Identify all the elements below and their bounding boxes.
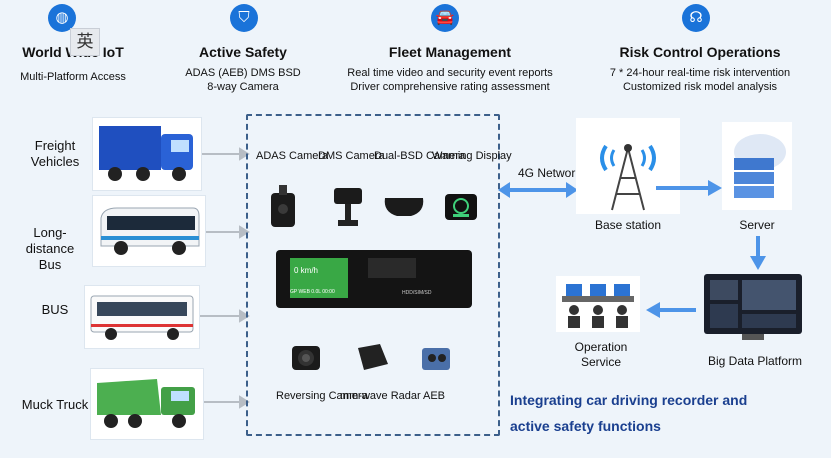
operation-tile — [556, 276, 640, 332]
arrow-to-server — [656, 180, 722, 196]
dms-camera-icon — [330, 186, 366, 230]
radar-icon — [350, 340, 392, 376]
feature-sub-risk-2: Customized risk model analysis — [622, 81, 778, 93]
arrow-to-big-data — [750, 236, 766, 270]
big-data-tile — [702, 272, 804, 344]
device-label-bsd: Dual-BSD Camera — [374, 150, 466, 162]
adas-camera-icon — [265, 183, 301, 229]
vehicle-label-muck-truck: Muck Truck — [21, 397, 89, 412]
long-distance-bus-image — [92, 195, 206, 267]
operation-label: Operation Service — [574, 340, 628, 369]
feature-sub-fleet-2: Driver comprehensive rating assessment — [350, 81, 550, 93]
vehicle-label-long-distance-bus: Long-distance Bus — [25, 225, 75, 272]
dvr-status-line: GP WEB 0.0L 00:00 — [290, 289, 335, 295]
arrow-to-operation — [646, 302, 696, 318]
network-label: 4G Network — [518, 166, 582, 180]
cloud-server-icon — [734, 134, 786, 198]
network-arrow — [498, 182, 578, 198]
tagline-line-2: active safety functions — [510, 418, 661, 434]
feature-sub-active-safety-2: 8-way Camera — [207, 81, 279, 93]
server-tile — [722, 122, 792, 210]
vehicle-label-bus: BUS — [41, 302, 69, 317]
device-label-radar: mm-wave Radar — [340, 390, 421, 402]
feature-sub-fleet-1: Real time video and security event repor… — [347, 67, 553, 79]
bsd-camera-icon — [381, 192, 427, 220]
aeb-device-icon — [416, 338, 456, 378]
feature-sub-iot: Multi-Platform Access — [20, 71, 126, 83]
tagline-line-1: Integrating car driving recorder and — [510, 392, 748, 408]
device-label-adas: ADAS Camera — [256, 150, 329, 162]
device-label-warning: Warning Display — [432, 150, 512, 162]
dvr-speed: 0 km/h — [294, 266, 319, 275]
feature-title-fleet: Fleet Management — [388, 44, 512, 60]
car-icon: 🚘 — [431, 4, 459, 32]
feature-sub-active-safety-1: ADAS (AEB) DMS BSD — [185, 67, 301, 79]
reversing-camera-icon — [286, 338, 326, 378]
base-station-tile — [576, 118, 680, 214]
device-label-reversing: Reversing Camera — [276, 390, 368, 402]
dvr-recorder: 0 km/h GP WEB 0.0L 00:00 HDD/SIM/SD — [276, 250, 472, 308]
feature-sub-risk-1: 7 * 24-hour real-time risk intervention — [609, 67, 791, 79]
device-label-dms: DMS Camera — [318, 150, 385, 162]
big-data-label: Big Data Platform — [707, 354, 803, 368]
dvr-screen — [290, 258, 348, 298]
globe-icon: ◍ — [48, 4, 76, 32]
device-label-aeb: AEB — [422, 390, 445, 402]
dvr-slot — [368, 258, 416, 278]
base-station-label: Base station — [594, 218, 662, 232]
warning-display-icon — [443, 192, 479, 222]
freight-truck-image — [92, 117, 202, 191]
vehicle-arrows — [200, 147, 250, 409]
muck-truck-image — [90, 368, 204, 440]
operators-icon — [562, 284, 634, 328]
headset-icon: ☊ — [682, 4, 710, 32]
device-kit-box — [246, 114, 500, 436]
feature-title-risk: Risk Control Operations — [619, 44, 781, 60]
vehicle-label-freight: Freight Vehicles — [30, 138, 80, 169]
dashboard-monitor-icon — [704, 274, 802, 340]
shield-road-icon: ⛉ — [230, 4, 258, 32]
city-bus-image — [84, 285, 200, 349]
server-label: Server — [739, 218, 775, 232]
dvr-face-label: HDD/SIM/SD — [402, 290, 432, 296]
tower-icon — [600, 144, 656, 211]
input-method-overlay[interactable]: 英 — [70, 28, 100, 56]
feature-title-active-safety: Active Safety — [199, 44, 287, 60]
